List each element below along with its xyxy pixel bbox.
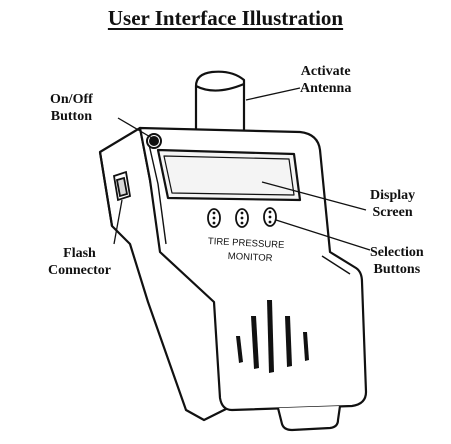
device-bottom-tab xyxy=(276,405,342,432)
label-activate-antenna-line2: Antenna xyxy=(300,81,352,96)
device-label-line2: MONITOR xyxy=(228,251,273,264)
device-label-line1: TIRE PRESSURE xyxy=(208,236,285,251)
label-on-off-button: On/Off Button xyxy=(50,91,93,125)
leader-selection-buttons xyxy=(275,219,371,251)
label-flash-connector-line1: Flash xyxy=(63,246,96,261)
speaker-slot xyxy=(267,300,274,373)
label-display-screen: Display Screen xyxy=(370,187,415,221)
leader-activate-antenna xyxy=(245,87,301,101)
label-selection-buttons-line2: Buttons xyxy=(373,262,421,277)
selection-button-right[interactable] xyxy=(263,207,277,227)
selection-button-middle[interactable] xyxy=(235,208,249,228)
flash-connector-port[interactable] xyxy=(112,170,132,202)
speaker-slot xyxy=(251,316,259,369)
leader-lines xyxy=(113,87,371,251)
label-on-off-button-line2: Button xyxy=(50,109,92,124)
label-selection-buttons: Selection Buttons xyxy=(370,244,424,278)
label-activate-antenna-line1: Activate xyxy=(300,64,351,79)
label-display-screen-line1: Display xyxy=(370,188,416,203)
selection-button-left[interactable] xyxy=(207,208,221,228)
antenna xyxy=(194,70,246,144)
leader-flash-connector xyxy=(113,199,123,245)
speaker-slot xyxy=(303,332,309,361)
display-screen xyxy=(156,148,302,202)
leader-on-off-button xyxy=(117,117,153,139)
diagram-title: User Interface Illustration xyxy=(107,6,344,30)
label-flash-connector-line2: Connector xyxy=(48,263,111,278)
speaker-slot xyxy=(236,336,243,363)
label-display-screen-line2: Screen xyxy=(372,205,413,220)
leader-display-screen xyxy=(261,181,367,211)
speaker-slot xyxy=(285,316,292,367)
label-selection-buttons-line1: Selection xyxy=(370,245,424,260)
label-flash-connector: Flash Connector xyxy=(48,245,111,279)
label-activate-antenna: Activate Antenna xyxy=(300,63,351,97)
speaker-grille xyxy=(236,300,309,373)
label-on-off-button-line1: On/Off xyxy=(50,92,93,107)
